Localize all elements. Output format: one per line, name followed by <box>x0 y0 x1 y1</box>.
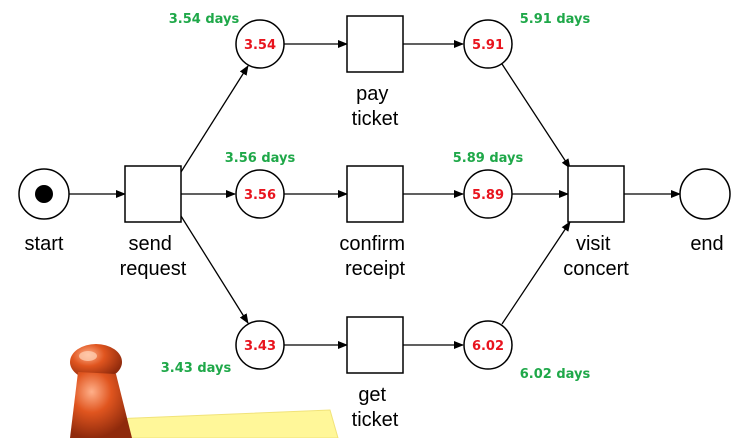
place-get-out <box>463 320 513 370</box>
place-confirm-out <box>463 169 513 219</box>
arcs <box>69 40 681 349</box>
label-send-request: send request <box>120 233 187 280</box>
arc-send-to-pay-in <box>180 65 249 173</box>
place-confirm-in-days: 3.56 days <box>225 151 296 166</box>
place-pay-in <box>235 19 285 69</box>
label-start: start <box>25 233 64 255</box>
place-confirm-in <box>235 169 285 219</box>
place-end <box>679 168 731 220</box>
arc-pay-out-to-visit <box>501 63 571 169</box>
label-pay-ticket: pay ticket <box>352 83 399 130</box>
place-pay-out-value: 5.91 <box>472 38 504 53</box>
place-pay-in-days: 3.54 days <box>169 12 240 27</box>
label-end: end <box>690 233 723 255</box>
place-get-in <box>235 320 285 370</box>
place-get-out-value: 6.02 <box>472 339 504 354</box>
label-confirm-receipt: confirm receipt <box>339 233 410 280</box>
place-pay-out-days: 5.91 days <box>520 12 591 27</box>
arc-send-to-get-in <box>180 215 249 324</box>
place-get-in-value: 3.43 <box>244 339 276 354</box>
place-confirm-out-days: 5.89 days <box>453 151 524 166</box>
transition-send-request <box>124 165 182 223</box>
transition-confirm-receipt <box>346 165 404 223</box>
place-pay-out <box>463 19 513 69</box>
place-confirm-in-value: 3.56 <box>244 188 276 203</box>
transition-get-ticket <box>346 316 404 374</box>
place-confirm-out-value: 5.89 <box>472 188 504 203</box>
transition-visit-concert <box>567 165 625 223</box>
sticky-note-decoration <box>70 344 339 438</box>
label-visit-concert: visit concert <box>563 233 629 280</box>
place-get-out-days: 6.02 days <box>520 367 591 382</box>
label-get-ticket: get ticket <box>352 384 399 431</box>
token-icon <box>35 185 53 203</box>
place-start <box>18 168 70 220</box>
pushpin-icon <box>70 344 132 438</box>
place-pay-in-value: 3.54 <box>244 38 276 53</box>
arc-get-out-to-visit <box>501 221 571 325</box>
place-get-in-days: 3.43 days <box>161 361 232 376</box>
transition-pay-ticket <box>346 15 404 73</box>
